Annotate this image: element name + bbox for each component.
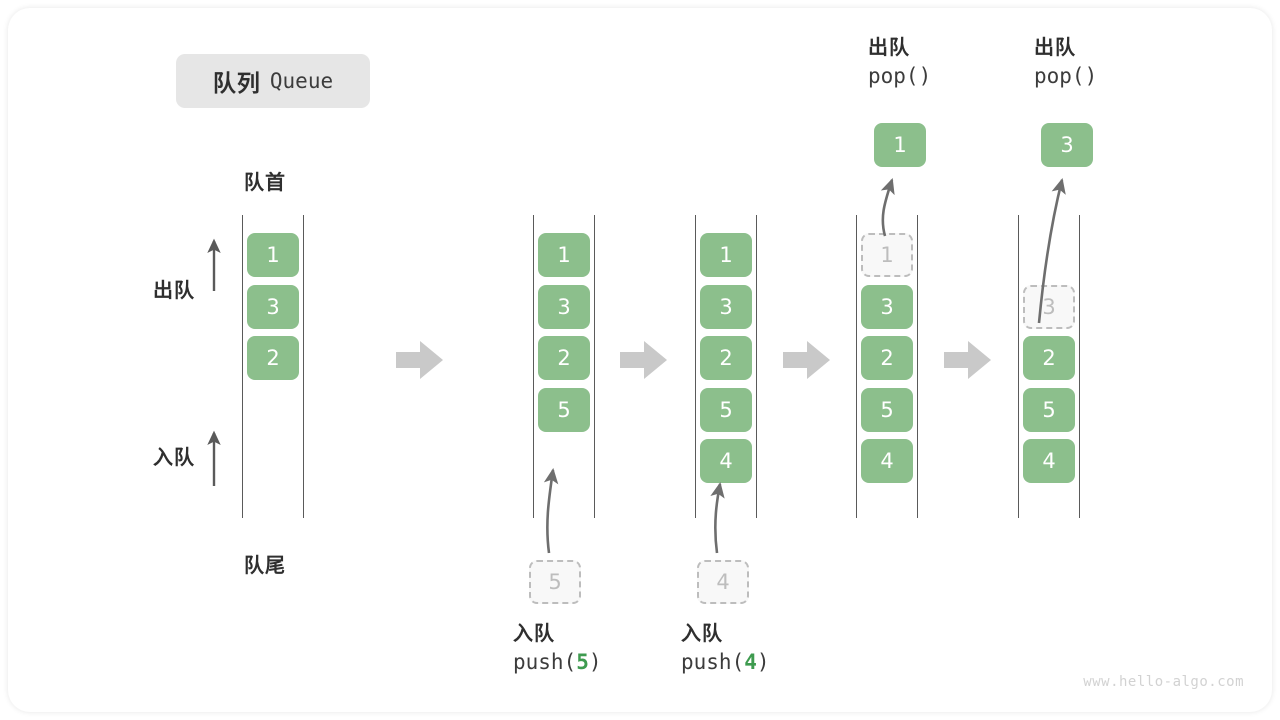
- caption-push-4: 入队 push(4): [681, 620, 770, 678]
- queue-rail-left: [1018, 215, 1019, 518]
- queue-cell-5: 5: [700, 387, 752, 432]
- caption-push-4-code: push(4): [681, 650, 770, 675]
- queue-slot: 1: [538, 233, 590, 277]
- queue-slot: 1: [861, 233, 913, 277]
- caption-push-5: 入队 push(5): [513, 620, 602, 678]
- pending-push-cell-4: 4: [697, 560, 749, 604]
- caption-push-4-cn: 入队: [681, 623, 723, 645]
- queue-cell-1: 1: [538, 233, 590, 277]
- queue-column-state-pop-3: 3 2 5 4: [1018, 215, 1080, 518]
- step-arrow-1: [396, 341, 443, 379]
- queue-slot: 5: [538, 387, 590, 432]
- queue-rail-left: [533, 215, 534, 518]
- queue-column-state-initial: 1 3 2: [242, 215, 304, 518]
- pending-push-cell-5: 5: [529, 560, 581, 604]
- queue-cell-5: 5: [861, 387, 913, 432]
- queue-slot: 5: [1023, 387, 1075, 432]
- caption-pop-1-code: pop(): [868, 64, 932, 89]
- queue-cell-3: 3: [1023, 284, 1075, 329]
- queue-slot: 2: [247, 336, 299, 380]
- queue-rail-left: [856, 215, 857, 518]
- caption-pop-1: 出队 pop(): [868, 34, 931, 92]
- queue-slot: 3: [1023, 284, 1075, 329]
- queue-cell-2: 2: [700, 336, 752, 380]
- queue-slot: 3: [700, 284, 752, 329]
- queue-slot: 2: [700, 336, 752, 380]
- title-cn: 队列: [212, 70, 261, 96]
- popped-cell-3: 3: [1041, 123, 1093, 167]
- queue-cell-4: 4: [700, 439, 752, 483]
- queue-slot: 3: [861, 284, 913, 329]
- queue-slot: 4: [700, 439, 752, 483]
- popped-cell-1: 1: [874, 123, 926, 167]
- caption-pop-2-code: pop(): [1034, 64, 1098, 89]
- queue-cell-4: 4: [1023, 439, 1075, 483]
- queue-column-state-after-push-4: 1 3 2 5 4: [695, 215, 757, 518]
- queue-cell-1: 1: [700, 233, 752, 277]
- queue-rail-left: [695, 215, 696, 518]
- queue-rail-right: [594, 215, 595, 518]
- label-enqueue: 入队: [153, 447, 195, 469]
- queue-cell-3: 3: [247, 284, 299, 329]
- watermark: www.hello-algo.com: [1083, 674, 1244, 690]
- step-arrow-2: [620, 341, 667, 379]
- label-queue-head: 队首: [244, 172, 286, 194]
- title-en: Queue: [269, 69, 334, 93]
- queue-cell-3: 3: [861, 284, 913, 329]
- queue-slot: 1: [700, 233, 752, 277]
- caption-pop-2: 出队 pop(): [1034, 34, 1097, 92]
- queue-cell-3: 3: [538, 284, 590, 329]
- queue-cell-5: 5: [1023, 387, 1075, 432]
- queue-rail-right: [1079, 215, 1080, 518]
- queue-slot: 1: [247, 233, 299, 277]
- queue-rail-right: [756, 215, 757, 518]
- queue-slot: 4: [1023, 439, 1075, 483]
- queue-slot: 5: [700, 387, 752, 432]
- label-queue-tail: 队尾: [244, 555, 286, 577]
- caption-pop-1-cn: 出队: [868, 37, 910, 59]
- queue-cell-2: 2: [861, 336, 913, 380]
- queue-cell-2: 2: [538, 336, 590, 380]
- queue-column-state-pop-1: 1 3 2 5 4: [856, 215, 918, 518]
- queue-slot: 3: [247, 284, 299, 329]
- queue-slot: 3: [538, 284, 590, 329]
- queue-cell-5: 5: [538, 387, 590, 432]
- arrow-overlay: [207, 177, 1066, 554]
- queue-cell-3: 3: [700, 284, 752, 329]
- label-dequeue: 出队: [153, 280, 195, 302]
- queue-rail-right: [917, 215, 918, 518]
- step-arrow-4: [944, 341, 991, 379]
- caption-pop-2-cn: 出队: [1034, 37, 1076, 59]
- queue-rail-right: [303, 215, 304, 518]
- queue-slot: 2: [861, 336, 913, 380]
- queue-cell-2: 2: [1023, 336, 1075, 380]
- caption-push-5-code: push(5): [513, 650, 602, 675]
- diagram-title-badge: 队列 Queue: [176, 54, 370, 108]
- queue-cell-2: 2: [247, 336, 299, 380]
- queue-cell-4: 4: [861, 439, 913, 483]
- queue-column-state-after-push-5: 1 3 2 5: [533, 215, 595, 518]
- queue-slot: 5: [861, 387, 913, 432]
- queue-slot: 2: [1023, 336, 1075, 380]
- queue-rail-left: [242, 215, 243, 518]
- diagram-card: 队列 Queue 队首 队尾 出队 入队 1 3 2 1 3 2 5 1 3 2 5 4 1 3 2 5…: [8, 8, 1272, 712]
- queue-slot: 2: [538, 336, 590, 380]
- queue-slot: 4: [861, 439, 913, 483]
- queue-cell-1: 1: [247, 233, 299, 277]
- caption-push-5-cn: 入队: [513, 623, 555, 645]
- queue-cell-1: 1: [861, 233, 913, 277]
- step-arrow-3: [783, 341, 830, 379]
